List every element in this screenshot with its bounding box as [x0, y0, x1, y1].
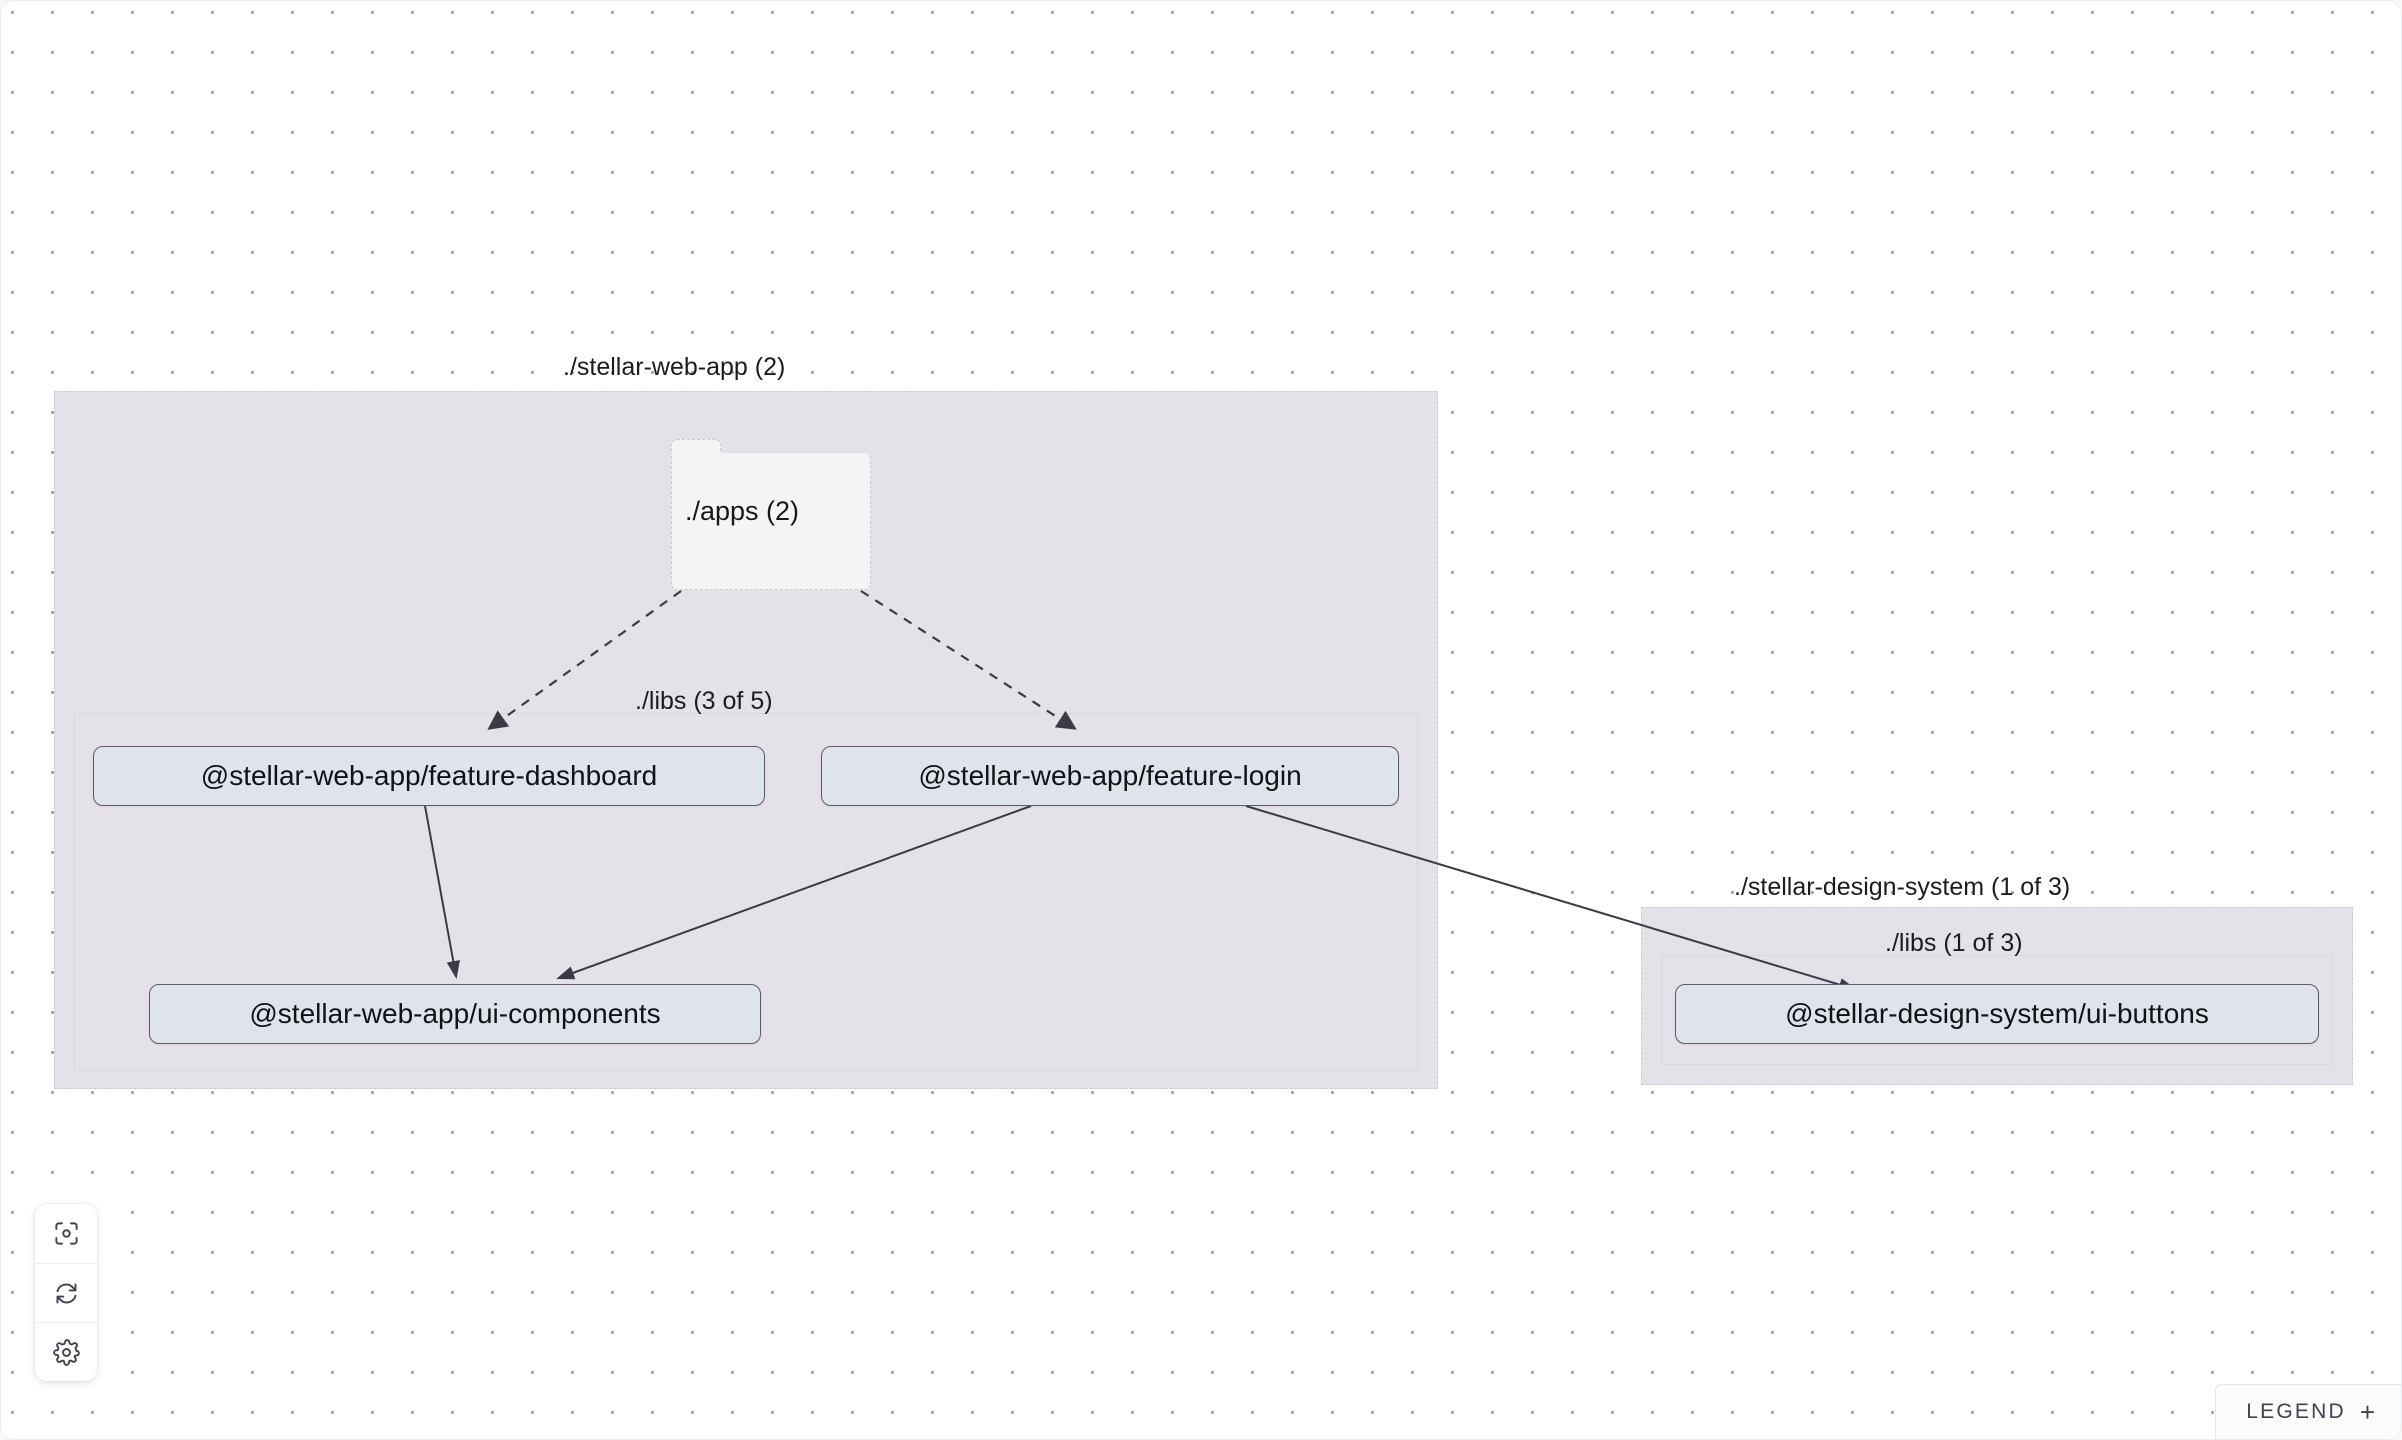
- plus-icon: +: [2359, 1397, 2375, 1427]
- subgroup-label-design-system-libs: ./libs (1 of 3): [1885, 929, 2023, 957]
- node-ui-components[interactable]: @stellar-web-app/ui-components: [149, 984, 761, 1044]
- gear-icon: [52, 1338, 80, 1366]
- folder-tab-apps: [671, 439, 721, 455]
- settings-button[interactable]: [35, 1322, 97, 1381]
- node-feature-dashboard[interactable]: @stellar-web-app/feature-dashboard: [93, 746, 765, 806]
- subgroup-label-web-app-libs: ./libs (3 of 5): [635, 687, 773, 715]
- focus-button[interactable]: [35, 1204, 97, 1263]
- folder-label-apps: ./apps (2): [685, 496, 800, 526]
- canvas-toolbar[interactable]: [35, 1204, 97, 1381]
- refresh-button[interactable]: [35, 1263, 97, 1322]
- refresh-icon: [53, 1280, 80, 1307]
- node-ui-buttons[interactable]: @stellar-design-system/ui-buttons: [1675, 984, 2319, 1044]
- focus-target-icon: [53, 1220, 80, 1247]
- folder-apps[interactable]: [671, 453, 871, 590]
- group-label-stellar-web-app: ./stellar-web-app (2): [563, 353, 786, 381]
- group-label-stellar-design-system: ./stellar-design-system (1 of 3): [1734, 873, 2071, 901]
- legend-label: LEGEND: [2246, 1400, 2346, 1423]
- legend-toggle[interactable]: LEGEND +: [2215, 1384, 2401, 1439]
- subgroup-design-system-libs[interactable]: [1661, 955, 2333, 1065]
- node-feature-login[interactable]: @stellar-web-app/feature-login: [821, 746, 1399, 806]
